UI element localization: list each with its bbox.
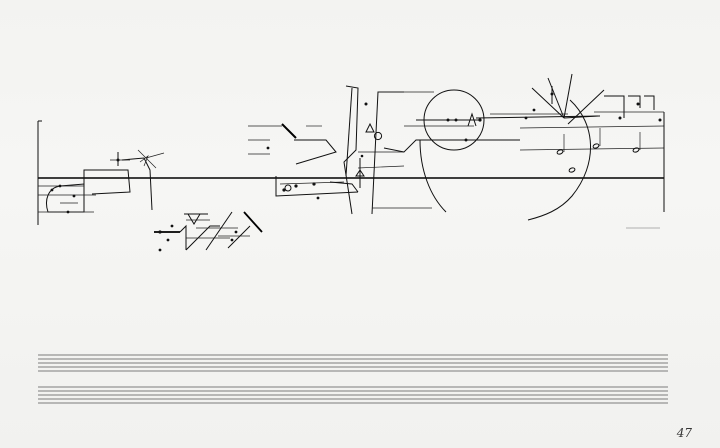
far-right-figure	[519, 73, 665, 229]
lower-left-cluster	[154, 211, 263, 252]
page-number: 47	[676, 426, 692, 440]
empty-staff-1	[38, 354, 668, 372]
middle-cluster	[248, 85, 405, 215]
right-cluster	[371, 89, 665, 215]
empty-staff-2	[38, 386, 668, 404]
left-figure	[38, 149, 165, 214]
